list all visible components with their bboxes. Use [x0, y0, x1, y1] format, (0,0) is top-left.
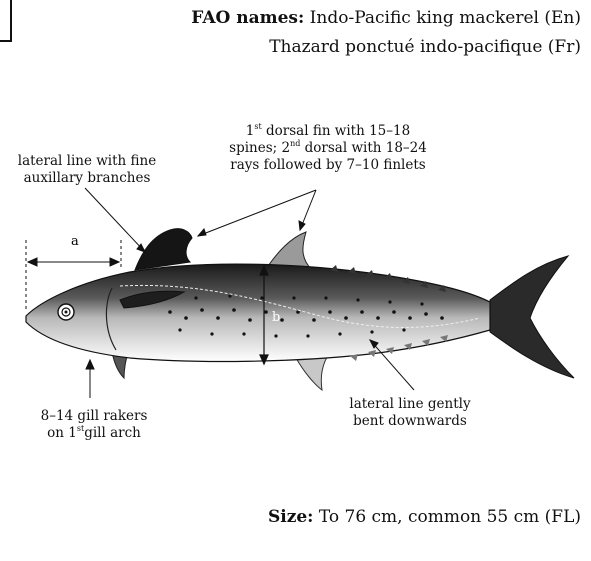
label-line: 8–14 gill rakers: [20, 408, 168, 425]
label-line: bent downwards: [334, 413, 486, 430]
dimension-label-a: a: [71, 234, 79, 249]
label-line: 1st dorsal fin with 15–18: [228, 123, 428, 140]
caudal-fin: [490, 256, 574, 378]
dimension-label-b: b: [272, 310, 280, 325]
label-line: lateral line gently: [334, 396, 486, 413]
label-gill-rakers: 8–14 gill rakers on 1stgill arch: [20, 408, 168, 442]
size-info: Size: To 76 cm, common 55 cm (FL): [268, 507, 581, 527]
size-text: To 76 cm, common 55 cm (FL): [319, 507, 581, 527]
label-lateral-line-bent: lateral line gently bent downwards: [334, 396, 486, 430]
size-label: Size:: [268, 507, 313, 527]
label-line: rays followed by 7–10 finlets: [228, 157, 428, 174]
label-line: on 1stgill arch: [20, 425, 168, 442]
label-dorsal-fins: 1st dorsal fin with 15–18 spines; 2nd do…: [228, 123, 428, 174]
label-line: auxillary branches: [5, 170, 169, 187]
label-line: lateral line with fine: [5, 153, 169, 170]
label-line: spines; 2nd dorsal with 18–24: [228, 140, 428, 157]
fish-body: [26, 264, 490, 361]
eye: [58, 304, 74, 320]
label-lateral-line-branches: lateral line with fine auxillary branche…: [5, 153, 169, 187]
